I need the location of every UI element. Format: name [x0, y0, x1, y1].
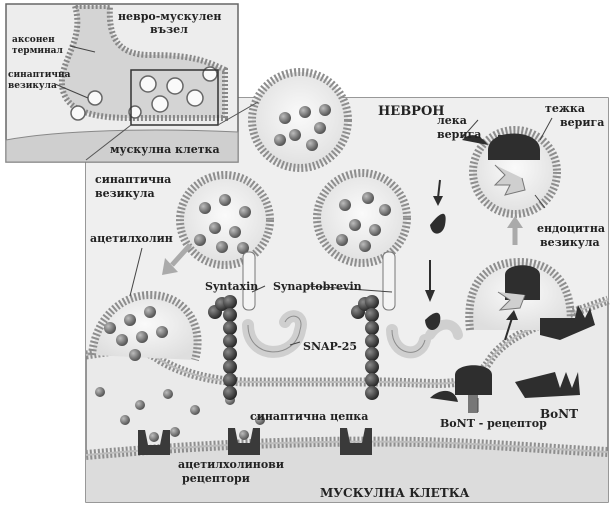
muscle-cell-label-main: МУСКУЛНА КЛЕТКА	[320, 486, 470, 500]
ach-receptors-label-line2: рецептори	[182, 472, 250, 485]
synaptic-cleft-label: синаптична цепка	[250, 410, 368, 423]
light-chain-label-line1: лека	[437, 114, 467, 127]
vesicle-top	[252, 72, 348, 168]
synaptobrevin-protein	[383, 252, 395, 310]
inset-muscle-label: мускулна клетка	[110, 143, 220, 156]
inset-title-line1: невро-мускулен	[118, 10, 221, 23]
ach-receptors-label-line1: ацетилхолинови	[178, 458, 284, 471]
endocytic-vesicle-label-line1: ендоцитна	[537, 222, 605, 235]
inset-vesicle-label-line2: везикула	[8, 81, 57, 91]
inset-axon-label-line2: терминал	[12, 46, 64, 56]
light-chain-label-line2: верига	[437, 128, 481, 141]
acetylcholine-label: ацетилхолин	[90, 232, 173, 245]
synaptobrevin-label: Synaptobrevin	[273, 280, 362, 293]
synaptic-vesicle-left	[180, 175, 270, 265]
syntaxin-label: Syntaxin	[205, 280, 258, 293]
heavy-chain-label-line1: тежка	[545, 102, 585, 115]
snap25-label: SNAP-25	[303, 340, 357, 353]
inset-panel: невро-мускулен възел аксонен терминал си…	[6, 4, 258, 162]
heavy-chain-label-line2: верига	[560, 116, 604, 129]
neuron-label: НЕВРОН	[378, 104, 445, 119]
inset-axon-label-line1: аксонен	[12, 35, 55, 45]
synaptic-vesicle-label-line1: синаптична	[95, 173, 171, 186]
bont-receptor-label: BoNT - рецептор	[440, 417, 547, 430]
inset-vesicle-label-line1: синаптична	[8, 70, 71, 80]
endocytic-vesicle-label-line2: везикула	[540, 236, 600, 249]
inset-title-line2: възел	[150, 23, 188, 36]
synaptic-vesicle-middle	[317, 173, 407, 263]
synaptic-vesicle-label-line2: везикула	[95, 187, 155, 200]
